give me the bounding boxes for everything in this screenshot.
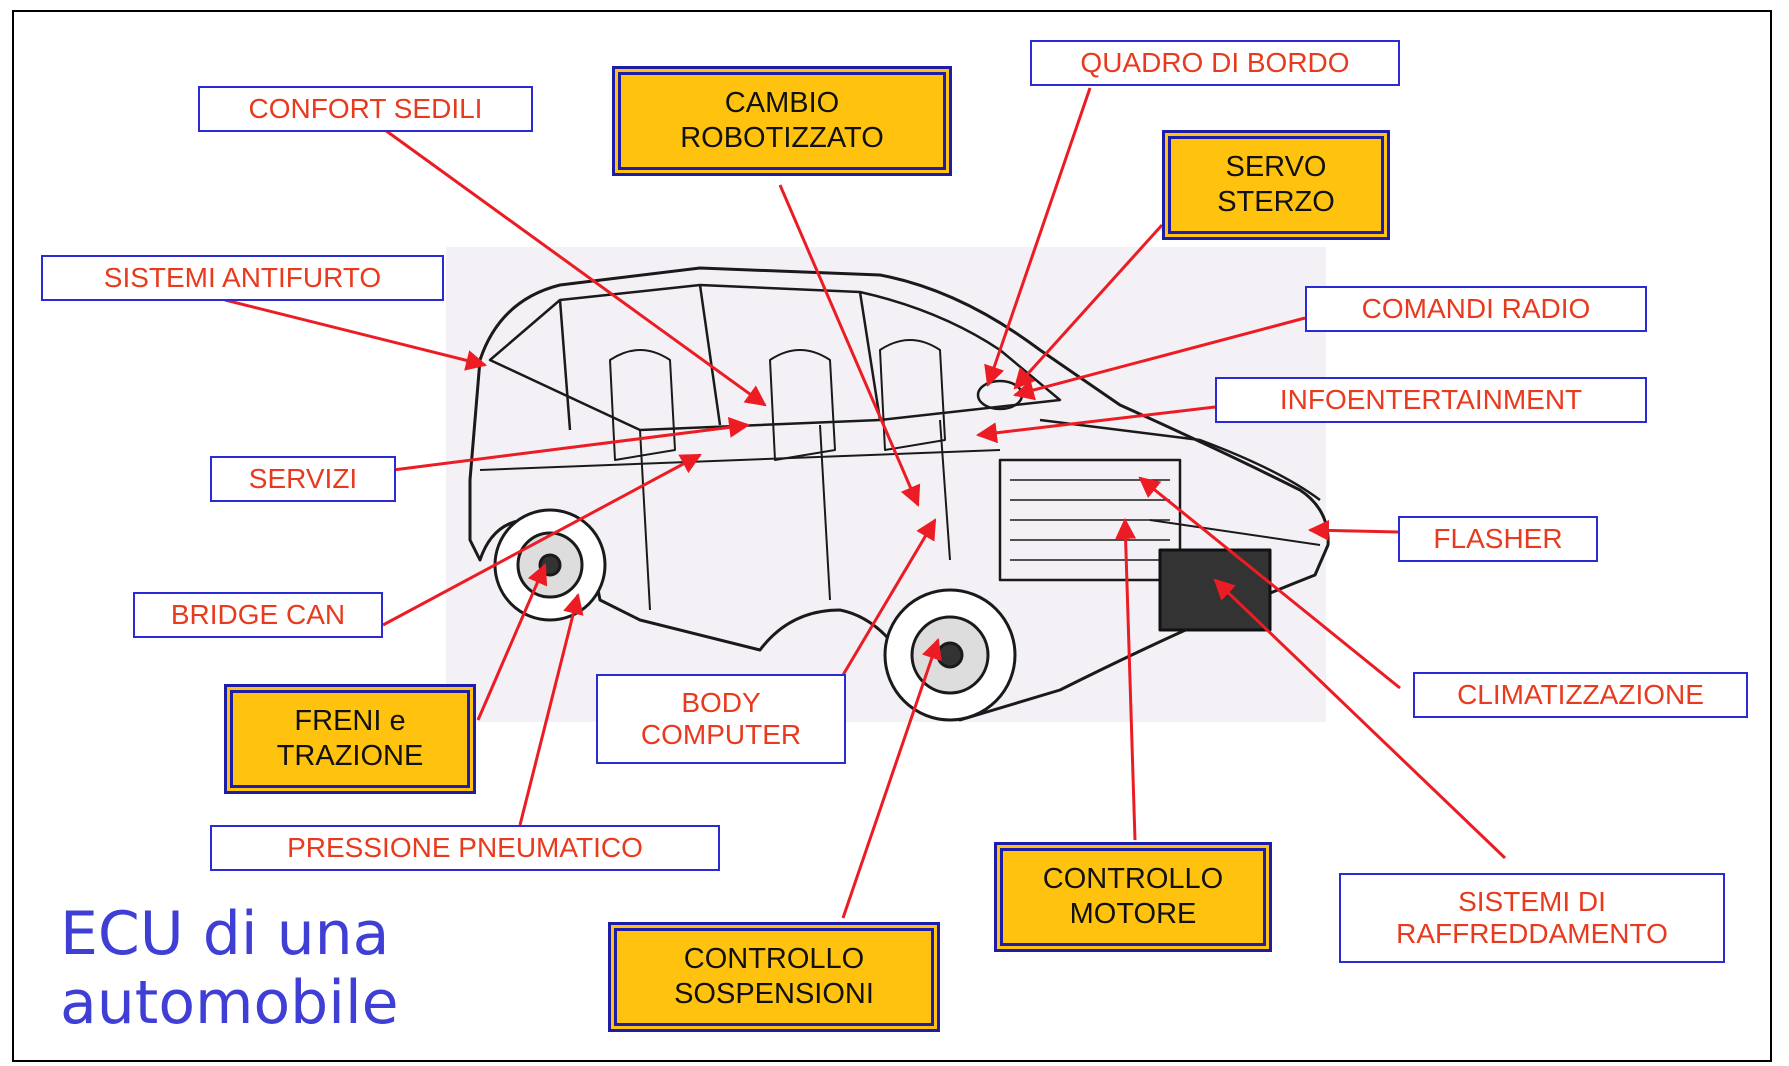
highlight-text-line1: CONTROLLO [683, 942, 865, 975]
highlight-text-line1: CONTROLLO [1042, 862, 1224, 895]
label-text: INFOENTERTAINMENT [1279, 383, 1583, 415]
highlight-controllo-motore: CONTROLLO MOTORE [1000, 848, 1266, 946]
label-text: CONFORT SEDILI [248, 92, 483, 124]
label-sistemi-di-raffreddamento: SISTEMI DI RAFFREDDAMENTO [1339, 873, 1725, 963]
highlight-controllo-sospensioni: CONTROLLO SOSPENSIONI [614, 928, 934, 1026]
title-line2: automobile [60, 968, 399, 1038]
label-text-line1: BODY [681, 686, 761, 718]
label-comandi-radio: COMANDI RADIO [1305, 286, 1647, 332]
label-servizi: SERVIZI [210, 456, 396, 502]
label-text: PRESSIONE PNEUMATICO [287, 831, 643, 863]
highlight-freni-trazione: FRENI e TRAZIONE [230, 690, 470, 788]
label-text-line1: SISTEMI DI [1458, 885, 1606, 917]
highlight-text-line2: MOTORE [1069, 898, 1197, 930]
label-text: BRIDGE CAN [170, 598, 346, 630]
label-confort-sedili: CONFORT SEDILI [198, 86, 533, 132]
label-text-line2: COMPUTER [640, 719, 802, 750]
label-flasher: FLASHER [1398, 516, 1598, 562]
highlight-text-line2: STERZO [1217, 186, 1335, 218]
label-quadro-di-bordo: QUADRO DI BORDO [1030, 40, 1400, 86]
highlight-servo-sterzo: SERVO STERZO [1168, 136, 1384, 234]
diagram-title: ECU di una automobile [60, 900, 399, 1038]
label-sistemi-antifurto: SISTEMI ANTIFURTO [41, 255, 444, 301]
label-climatizzazione: CLIMATIZZAZIONE [1413, 672, 1748, 718]
label-infoentertainment: INFOENTERTAINMENT [1215, 377, 1647, 423]
highlight-text-line2: SOSPENSIONI [674, 978, 874, 1010]
title-line1: ECU di una [60, 899, 390, 969]
label-body-computer: BODY COMPUTER [596, 674, 846, 764]
label-bridge-can: BRIDGE CAN [133, 592, 383, 638]
label-text: SERVIZI [248, 462, 358, 494]
label-text: COMANDI RADIO [1361, 292, 1591, 324]
label-pressione-pneumatico: PRESSIONE PNEUMATICO [210, 825, 720, 871]
label-text: SISTEMI ANTIFURTO [103, 261, 382, 293]
label-text: QUADRO DI BORDO [1080, 46, 1350, 78]
label-text: FLASHER [1433, 522, 1563, 554]
highlight-text-line1: CAMBIO [724, 86, 840, 119]
highlight-text-line2: TRAZIONE [276, 740, 424, 772]
label-text: CLIMATIZZAZIONE [1457, 678, 1704, 710]
highlight-cambio-robotizzato: CAMBIO ROBOTIZZATO [618, 72, 946, 170]
highlight-text-line1: FRENI e [294, 704, 406, 737]
highlight-text-line2: ROBOTIZZATO [680, 122, 884, 154]
highlight-text-line1: SERVO [1225, 150, 1327, 183]
label-text-line2: RAFFREDDAMENTO [1396, 918, 1668, 949]
